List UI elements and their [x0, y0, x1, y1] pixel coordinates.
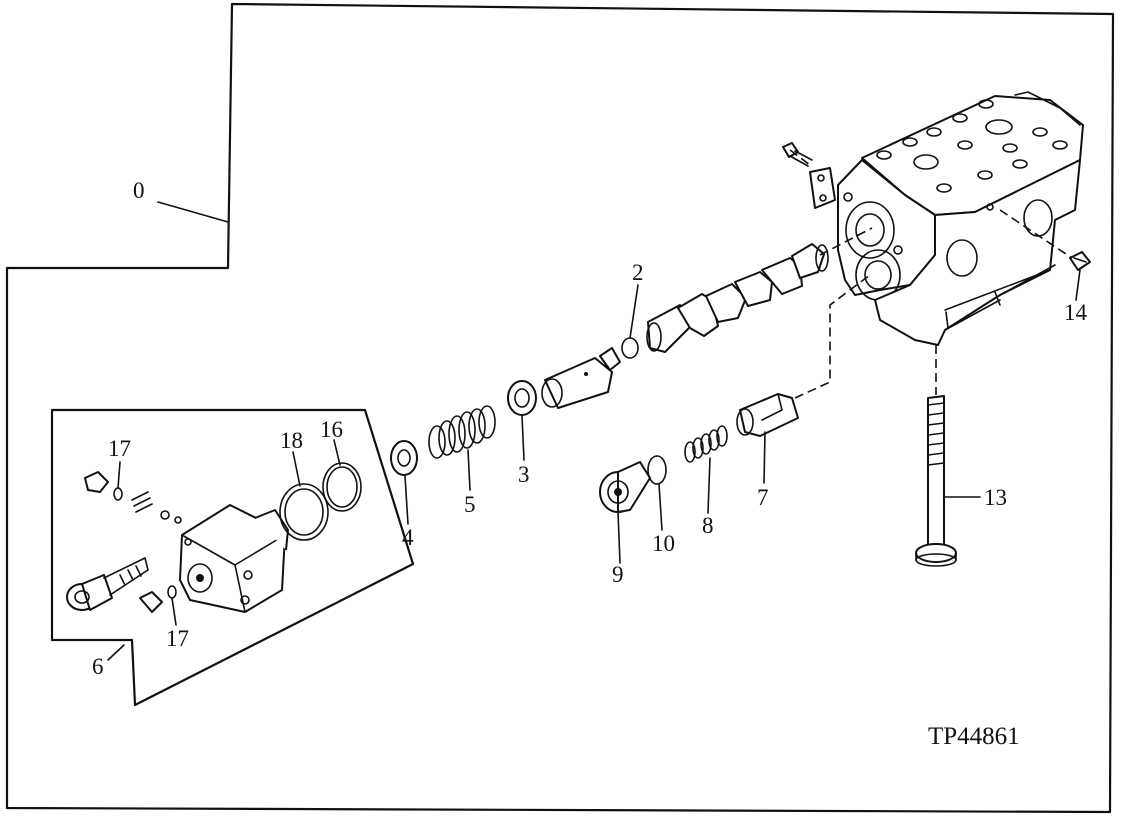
leader-4 [404, 475, 409, 525]
callout-16: 16 [320, 417, 343, 442]
callout-3: 3 [518, 462, 530, 487]
leader-3 [521, 415, 525, 461]
spring-8 [684, 425, 728, 463]
spring-5 [428, 405, 496, 459]
assembly-axis-relief [794, 274, 871, 399]
callout-2: 2 [632, 260, 644, 285]
assembly-axis-plug [999, 209, 1073, 259]
leader-10 [658, 483, 663, 531]
o-ring-18 [279, 483, 329, 541]
figure-code: TP44861 [928, 723, 1020, 750]
leader-17b [171, 597, 177, 626]
callout-0: 0 [133, 178, 145, 203]
leader-14 [1075, 269, 1081, 301]
leader-2 [629, 284, 639, 339]
main-spool [646, 243, 829, 353]
leader-7 [763, 431, 766, 484]
callout-5: 5 [464, 492, 476, 517]
callout-6: 6 [92, 654, 104, 679]
callout-14: 14 [1064, 300, 1088, 325]
spring-seat-3 [507, 380, 537, 416]
callout-17-top: 17 [108, 436, 131, 461]
callout-13: 13 [984, 485, 1007, 510]
callout-4: 4 [402, 525, 414, 550]
leader-6 [107, 644, 125, 661]
valve-housing [837, 91, 1084, 346]
leader-9 [617, 511, 621, 564]
cap-screw [66, 557, 149, 611]
o-ring-2 [621, 337, 639, 359]
o-ring-10 [647, 455, 667, 485]
leader-5 [467, 449, 471, 491]
spring-seat-4 [390, 440, 418, 476]
o-ring-16 [322, 462, 362, 512]
callout-9: 9 [612, 562, 624, 587]
plug-9 [599, 461, 651, 513]
callout-18: 18 [280, 428, 303, 453]
mounting-plate-and-screw [782, 142, 836, 209]
callout-8: 8 [702, 513, 714, 538]
callout-10: 10 [652, 531, 675, 556]
assembly-axis-spool [819, 227, 873, 256]
assembly-axis-screw [789, 149, 811, 166]
small-plug-left [84, 471, 182, 524]
bolt-13 [915, 395, 957, 567]
leader-0 [157, 201, 229, 223]
cover-block [179, 504, 289, 613]
leader-8 [707, 457, 711, 514]
plug-14 [1069, 251, 1091, 271]
small-plug-bottom [139, 585, 177, 613]
callout-7: 7 [757, 485, 769, 510]
subassembly-6-boundary [50, 408, 415, 707]
diagram-frame [5, 2, 1115, 814]
leader-17a [117, 461, 121, 489]
poppet-7 [736, 393, 799, 437]
callout-17-bottom: 17 [166, 626, 189, 651]
leader-18 [292, 451, 301, 487]
leader-16 [333, 439, 341, 466]
spool-end-sleeve [541, 347, 621, 409]
